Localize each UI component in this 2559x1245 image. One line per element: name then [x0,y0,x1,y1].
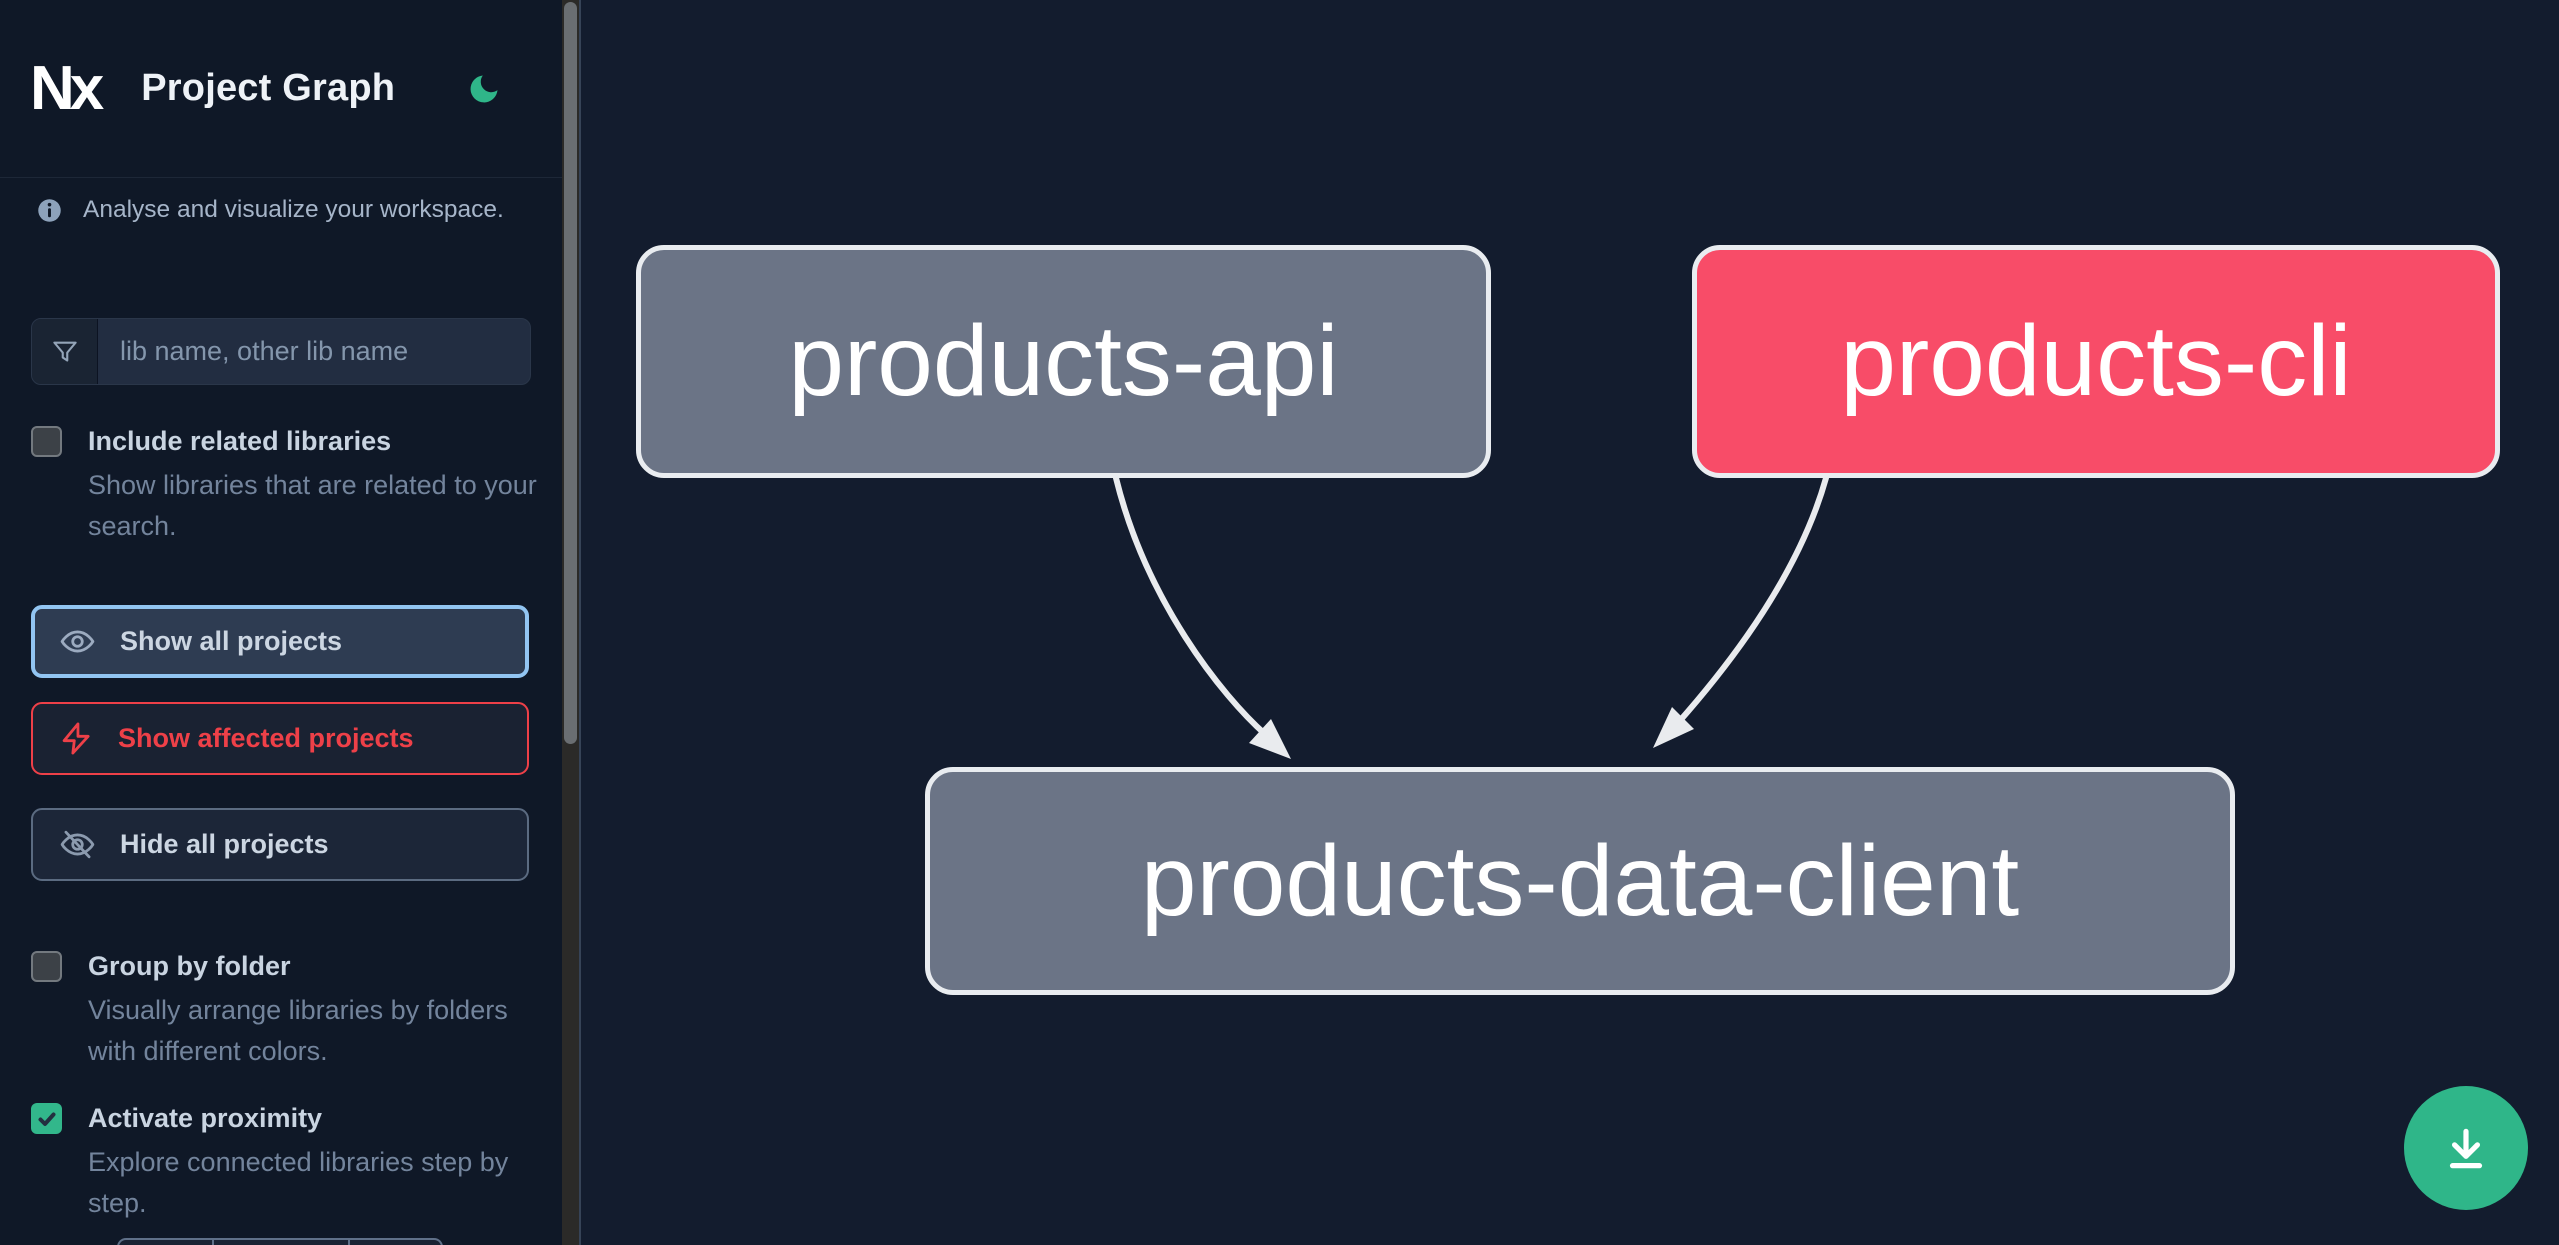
sidebar: Nx Project Graph Analyse and visualize y… [0,0,562,1245]
filter-funnel-icon [52,341,77,362]
sidebar-header: Nx Project Graph [0,0,562,178]
nx-logo: Nx [30,53,104,123]
activate-proximity-label: Activate proximity [88,1103,323,1133]
edge-api-to-data-client [1113,475,1291,759]
eye-icon [60,630,95,653]
node-products-cli[interactable]: products-cli [1692,245,2500,478]
download-image-button[interactable] [2404,1086,2528,1210]
eye-off-icon [60,830,95,859]
show-all-projects-label: Show all projects [120,626,343,656]
search-input[interactable] [98,319,530,384]
option-group-by-folder: Group by folder Visually arrange librari… [31,949,531,1072]
group-by-folder-label: Group by folder [88,951,291,981]
tagline-text: Analyse and visualize your workspace. [83,196,504,223]
lightning-bolt-icon [62,722,90,755]
include-related-label: Include related libraries [88,426,392,456]
page-title: Project Graph [141,67,396,109]
search-box [31,318,531,385]
theme-toggle-button[interactable] [464,69,504,109]
include-related-description: Show libraries that are related to your … [88,470,537,541]
moon-icon [470,75,498,102]
info-icon [38,198,61,222]
show-affected-projects-label: Show affected projects [118,723,414,753]
hide-all-projects-label: Hide all projects [120,829,329,859]
node-products-api[interactable]: products-api [636,245,1491,478]
sidebar-scrollbar-thumb[interactable] [564,2,577,744]
dependency-edges [1113,475,1829,759]
proximity-depth-stepper[interactable] [117,1238,443,1245]
filter-icon-cell [32,319,98,384]
edge-cli-to-data-client [1653,475,1829,748]
show-affected-projects-button[interactable]: Show affected projects [31,702,529,775]
node-products-api-label: products-api [788,305,1339,417]
check-icon [38,1112,55,1126]
download-icon [2449,1128,2483,1169]
option-activate-proximity: Activate proximity Explore connected lib… [31,1101,531,1224]
activate-proximity-checkbox[interactable] [31,1103,62,1134]
graph-canvas[interactable]: products-api products-cli products-data-… [579,0,2559,1245]
node-products-cli-label: products-cli [1840,305,2352,417]
group-by-folder-description: Visually arrange libraries by folders wi… [88,995,508,1066]
sidebar-scrollbar[interactable] [562,0,579,1245]
node-products-data-client[interactable]: products-data-client [925,767,2235,995]
activate-proximity-description: Explore connected libraries step by step… [88,1147,509,1218]
group-by-folder-checkbox[interactable] [31,951,62,982]
hide-all-projects-button[interactable]: Hide all projects [31,808,529,881]
option-include-related: Include related libraries Show libraries… [31,424,537,547]
tagline-row: Analyse and visualize your workspace. [36,196,536,224]
node-products-data-client-label: products-data-client [1140,824,2020,937]
include-related-checkbox[interactable] [31,426,62,457]
show-all-projects-button[interactable]: Show all projects [31,605,529,678]
